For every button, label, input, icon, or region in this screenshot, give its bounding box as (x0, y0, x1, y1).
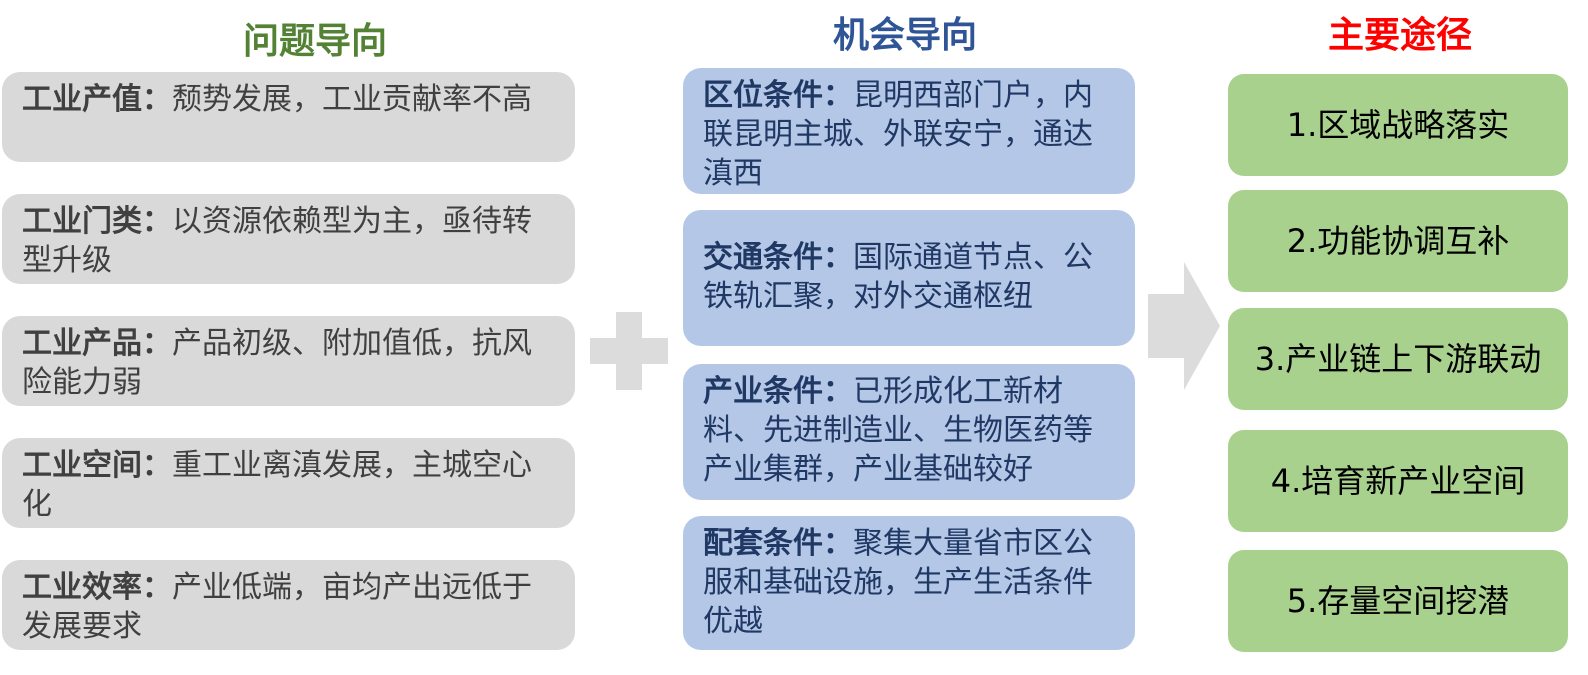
opportunity-column-title: 机会导向 (832, 15, 977, 56)
opportunity-label: 交通条件： (703, 240, 853, 275)
arrow-right-icon (1148, 262, 1220, 390)
opportunity-card: 区位条件：昆明西部门户，内联昆明主城、外联安宁，通达滇西 (683, 68, 1135, 194)
problem-label: 工业产值： (22, 82, 172, 117)
problem-label: 工业空间： (22, 448, 172, 483)
problem-label: 工业产品： (22, 326, 172, 361)
opportunity-label: 产业条件： (703, 374, 853, 409)
path-card: 1.区域战略落实 (1228, 74, 1568, 176)
path-column-title: 主要途径 (1327, 15, 1472, 56)
opportunity-text: 国际通道节点、公铁轨汇聚，对外交通枢纽 (703, 240, 1093, 314)
opportunity-text: 已形成化工新材料、先进制造业、生物医药等产业集群，产业基础较好 (703, 374, 1093, 487)
problem-card: 工业空间：重工业离滇发展，主城空心化 (2, 438, 575, 528)
path-card: 2.功能协调互补 (1228, 190, 1568, 292)
problem-card: 工业产值：颓势发展，工业贡献率不高 (2, 72, 575, 162)
path-card: 5.存量空间挖潜 (1228, 550, 1568, 652)
problem-label: 工业门类： (22, 204, 172, 239)
problem-text: 颓势发展，工业贡献率不高 (172, 82, 532, 117)
path-label: 4.培育新产业空间 (1270, 461, 1526, 500)
opportunity-text: 聚集大量省市区公服和基础设施，生产生活条件优越 (703, 526, 1093, 639)
path-card: 3.产业链上下游联动 (1228, 308, 1568, 410)
path-label: 2.功能协调互补 (1286, 221, 1510, 260)
path-label: 5.存量空间挖潜 (1286, 581, 1510, 620)
opportunity-label: 配套条件： (703, 526, 853, 561)
opportunity-text: 昆明西部门户，内联昆明主城、外联安宁，通达滇西 (703, 78, 1093, 191)
problem-text: 产品初级、附加值低，抗风险能力弱 (22, 326, 532, 400)
opportunity-label: 区位条件： (703, 78, 853, 113)
problem-text: 产业低端，亩均产出远低于发展要求 (22, 570, 532, 644)
opportunity-card: 配套条件：聚集大量省市区公服和基础设施，生产生活条件优越 (683, 516, 1135, 650)
path-card: 4.培育新产业空间 (1228, 430, 1568, 532)
opportunity-card: 交通条件：国际通道节点、公铁轨汇聚，对外交通枢纽 (683, 210, 1135, 346)
problem-text: 以资源依赖型为主，亟待转型升级 (22, 204, 532, 278)
problem-text: 重工业离滇发展，主城空心化 (22, 448, 532, 522)
problem-card: 工业产品：产品初级、附加值低，抗风险能力弱 (2, 316, 575, 406)
path-label: 3.产业链上下游联动 (1254, 339, 1542, 378)
problem-card: 工业效率：产业低端，亩均产出远低于发展要求 (2, 560, 575, 650)
problem-card: 工业门类：以资源依赖型为主，亟待转型升级 (2, 194, 575, 284)
path-label: 1.区域战略落实 (1286, 105, 1510, 144)
opportunity-card: 产业条件：已形成化工新材料、先进制造业、生物医药等产业集群，产业基础较好 (683, 364, 1135, 500)
problem-column-title: 问题导向 (242, 21, 387, 62)
problem-label: 工业效率： (22, 570, 172, 605)
